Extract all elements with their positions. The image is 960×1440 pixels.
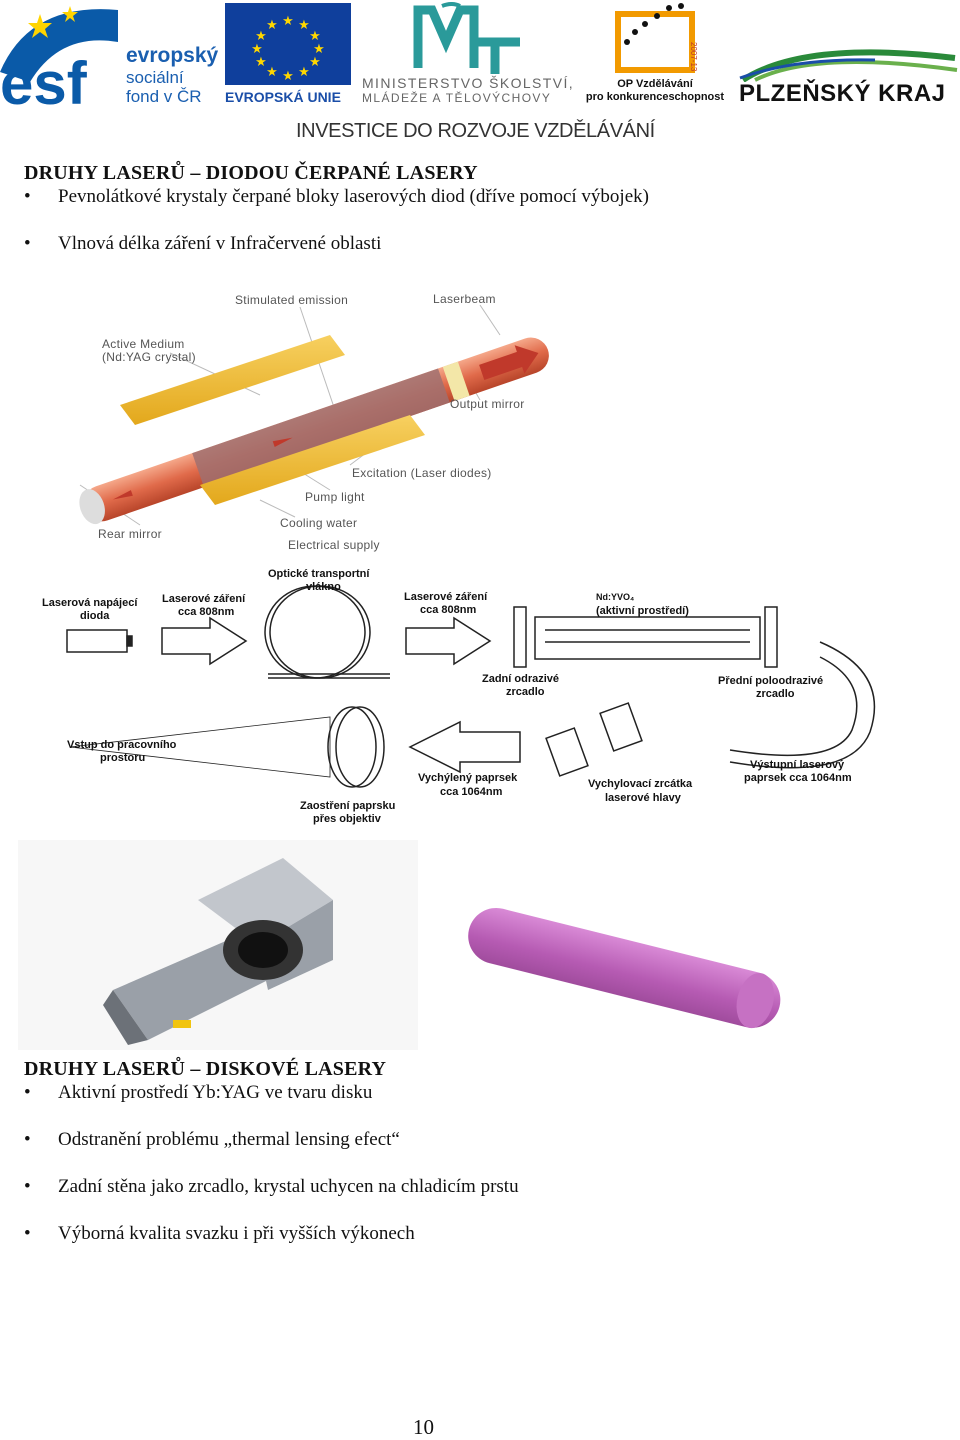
esf-line2: sociální	[126, 68, 184, 87]
label-vlakno1: Optické transportní	[268, 568, 370, 580]
svg-text:2007-13: 2007-13	[689, 42, 698, 72]
svg-text:★: ★	[255, 55, 267, 70]
label-active1: Active Medium	[102, 337, 185, 351]
bullet-text: Zadní stěna jako zrcadlo, krystal uchyce…	[58, 1176, 519, 1197]
list-item: • Zadní stěna jako zrcadlo, krystal uchy…	[24, 1176, 519, 1197]
laser-head-photo	[18, 840, 418, 1050]
label-vych1: Vychýlený paprsek	[418, 772, 518, 784]
label-vyst1: Výstupní laserový	[750, 759, 845, 771]
list-item: • Pevnolátkové krystaly čerpané bloky la…	[24, 186, 649, 207]
label-cooling: Cooling water	[280, 516, 357, 530]
bullet-text: Výborná kvalita svazku i při vyšších výk…	[58, 1223, 415, 1244]
esf-line1: evropský	[126, 44, 219, 67]
laser-path-diagram: Laserová napájecí dioda Laserové záření …	[42, 568, 876, 825]
label-laserbeam: Laserbeam	[433, 292, 496, 306]
plzensky-kraj-logo: PLZEŇSKÝ KRAJ	[735, 40, 960, 110]
label-vyst2: paprsek cca 1064nm	[744, 772, 852, 784]
label-nd1: Nd:YVO₄	[596, 592, 634, 602]
header-logos: esf evropský sociální fond v ČR ★★★ ★★★ …	[0, 0, 960, 150]
svg-text:★: ★	[298, 18, 310, 33]
label-predni2: zrcadlo	[756, 688, 795, 700]
bullet-text: Odstranění problému „thermal lensing efe…	[58, 1129, 400, 1150]
label-vstup2: prostoru	[100, 752, 145, 764]
esf-logo: esf evropský sociální fond v ČR	[0, 2, 219, 117]
label-pump: Pump light	[305, 490, 365, 504]
label-zaost2: přes objektiv	[313, 813, 382, 825]
label-dioda1: Laserová napájecí	[42, 597, 138, 609]
label-zrc2: laserové hlavy	[605, 792, 682, 804]
svg-text:★: ★	[251, 42, 263, 57]
label-zaost1: Zaostření paprsku	[300, 800, 395, 812]
section2-heading: DRUHY LASERŮ – DISKOVÉ LASERY	[24, 1058, 387, 1080]
bullet-text: Aktivní prostředí Yb:YAG ve tvaru disku	[58, 1082, 373, 1103]
label-vstup1: Vstup do pracovního	[67, 739, 177, 751]
bullet-text: Pevnolátkové krystaly čerpané bloky lase…	[58, 186, 649, 207]
msmt-line1: MINISTERSTVO ŠKOLSTVÍ,	[362, 75, 575, 91]
label-vlakno2: vlákno	[306, 581, 341, 593]
list-item: • Odstranění problému „thermal lensing e…	[24, 1129, 400, 1150]
page-number: 10	[413, 1415, 434, 1439]
section1-heading: DRUHY LASERŮ – DIODOU ČERPANÉ LASERY	[24, 162, 478, 184]
tagline: INVESTICE DO ROZVOJE VZDĚLÁVÁNÍ	[296, 120, 655, 142]
label-nd2: (aktivní prostředí)	[596, 605, 689, 617]
label-zrc1: Vychylovací zrcátka	[588, 778, 693, 790]
eu-logo: ★★★ ★★★ ★★★ ★★★ EVROPSKÁ UNIE	[225, 3, 351, 107]
svg-text:★: ★	[266, 65, 278, 80]
laser-rod-diagram: Stimulated emission Laserbeam Active Med…	[79, 292, 549, 552]
label-electrical: Electrical supply	[288, 538, 380, 552]
label-active2: (Nd:YAG crystal)	[102, 350, 196, 364]
label-zadni1: Zadní odrazivé	[482, 673, 559, 685]
svg-text:★: ★	[309, 55, 321, 70]
label-stimulated: Stimulated emission	[235, 293, 348, 307]
label-output: Output mirror	[450, 397, 525, 411]
msmt-line2: MLÁDEŽE A TĚLOVÝCHOVY	[362, 91, 552, 105]
svg-text:★: ★	[309, 29, 321, 44]
label-zar1a: Laserové záření	[162, 593, 246, 605]
svg-text:esf: esf	[0, 50, 88, 107]
svg-text:★: ★	[282, 69, 294, 84]
label-predni1: Přední poloodrazivé	[718, 675, 823, 687]
label-zadni2: zrcadlo	[506, 686, 545, 698]
list-item: • Výborná kvalita svazku i při vyšších v…	[24, 1223, 415, 1244]
svg-text:★: ★	[282, 14, 294, 29]
op-line2: pro konkurenceschopnost	[585, 91, 725, 103]
op-logo: 2007-13 OP Vzdělávání pro konkurencescho…	[585, 2, 725, 106]
list-item: • Vlnová délka záření v Infračervené obl…	[24, 233, 382, 254]
eu-label: EVROPSKÁ UNIE	[225, 89, 341, 105]
svg-text:★: ★	[255, 29, 267, 44]
label-excitation: Excitation (Laser diodes)	[352, 466, 492, 480]
kraj-label: PLZEŇSKÝ KRAJ	[739, 80, 946, 107]
svg-text:★: ★	[266, 18, 278, 33]
label-rear: Rear mirror	[98, 527, 162, 541]
list-item: • Aktivní prostředí Yb:YAG ve tvaru disk…	[24, 1082, 373, 1103]
disk-crystal-photo	[468, 907, 781, 1029]
bullet-text: Vlnová délka záření v Infračervené oblas…	[58, 233, 382, 254]
esf-line3: fond v ČR	[126, 87, 202, 106]
msmt-logo: MINISTERSTVO ŠKOLSTVÍ, MLÁDEŽE A TĚLOVÝC…	[360, 2, 580, 106]
op-line1: OP Vzdělávání	[617, 78, 693, 90]
label-dioda2: dioda	[80, 610, 110, 622]
label-zar2b: cca 808nm	[420, 604, 476, 616]
label-vych2: cca 1064nm	[440, 786, 503, 798]
svg-text:★: ★	[298, 65, 310, 80]
label-zar2a: Laserové záření	[404, 591, 488, 603]
svg-text:★: ★	[313, 42, 325, 57]
label-zar1b: cca 808nm	[178, 606, 234, 618]
